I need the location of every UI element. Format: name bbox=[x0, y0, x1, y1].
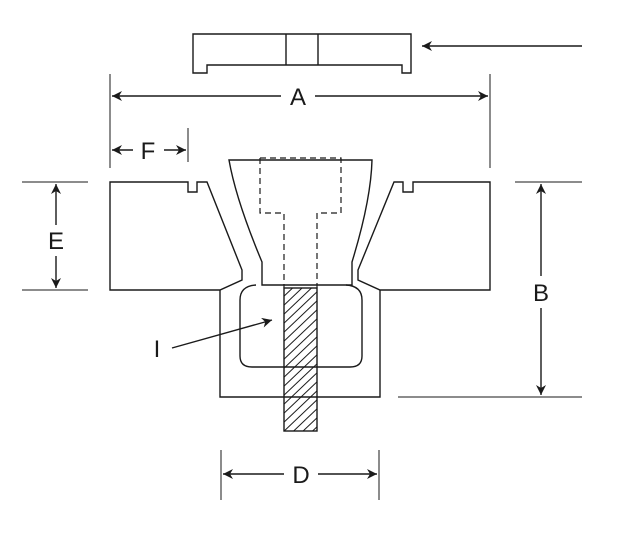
callout-i: I bbox=[154, 317, 273, 363]
rod-hatch-line bbox=[284, 354, 317, 387]
rod-hatch-line bbox=[284, 363, 317, 396]
rod-hatch-line bbox=[284, 291, 317, 324]
rod-hatch-line bbox=[284, 288, 294, 297]
label-a: A bbox=[290, 84, 306, 111]
rod-hatch-line bbox=[284, 390, 317, 423]
label-f: F bbox=[141, 138, 156, 165]
rod-hatch-line bbox=[302, 417, 317, 431]
rod-hatch-line bbox=[311, 426, 317, 431]
rod-hatch-line bbox=[292, 408, 317, 431]
rod-hatch-line bbox=[284, 309, 317, 342]
dimension-e: E bbox=[22, 181, 88, 291]
dimension-d: D bbox=[220, 450, 380, 500]
hidden-bolt bbox=[259, 157, 342, 288]
dimension-f: F bbox=[112, 138, 186, 165]
tapered-insert bbox=[228, 159, 373, 286]
rod-hatch-line bbox=[284, 288, 313, 315]
rod-hatch-line bbox=[284, 300, 317, 333]
label-d: D bbox=[292, 462, 309, 489]
main-body bbox=[109, 181, 491, 398]
rod-hatch-line bbox=[284, 345, 317, 378]
rod-hatch-line bbox=[284, 318, 317, 351]
rod-hatch-line bbox=[284, 399, 317, 431]
rod-hatch-line bbox=[284, 372, 317, 405]
label-i: I bbox=[154, 336, 161, 363]
rod-hatch-line bbox=[284, 381, 317, 414]
rod-hatch-line bbox=[284, 327, 317, 360]
lower-cavity bbox=[239, 284, 363, 368]
top-cap-part bbox=[192, 33, 412, 74]
label-e: E bbox=[48, 228, 64, 255]
rod-hatch-line bbox=[284, 336, 317, 369]
label-b: B bbox=[533, 280, 549, 307]
threaded-rod bbox=[283, 287, 318, 432]
rod-hatch-line bbox=[284, 288, 303, 306]
dimension-b: B bbox=[398, 181, 582, 398]
dimension-a: A bbox=[112, 84, 488, 111]
